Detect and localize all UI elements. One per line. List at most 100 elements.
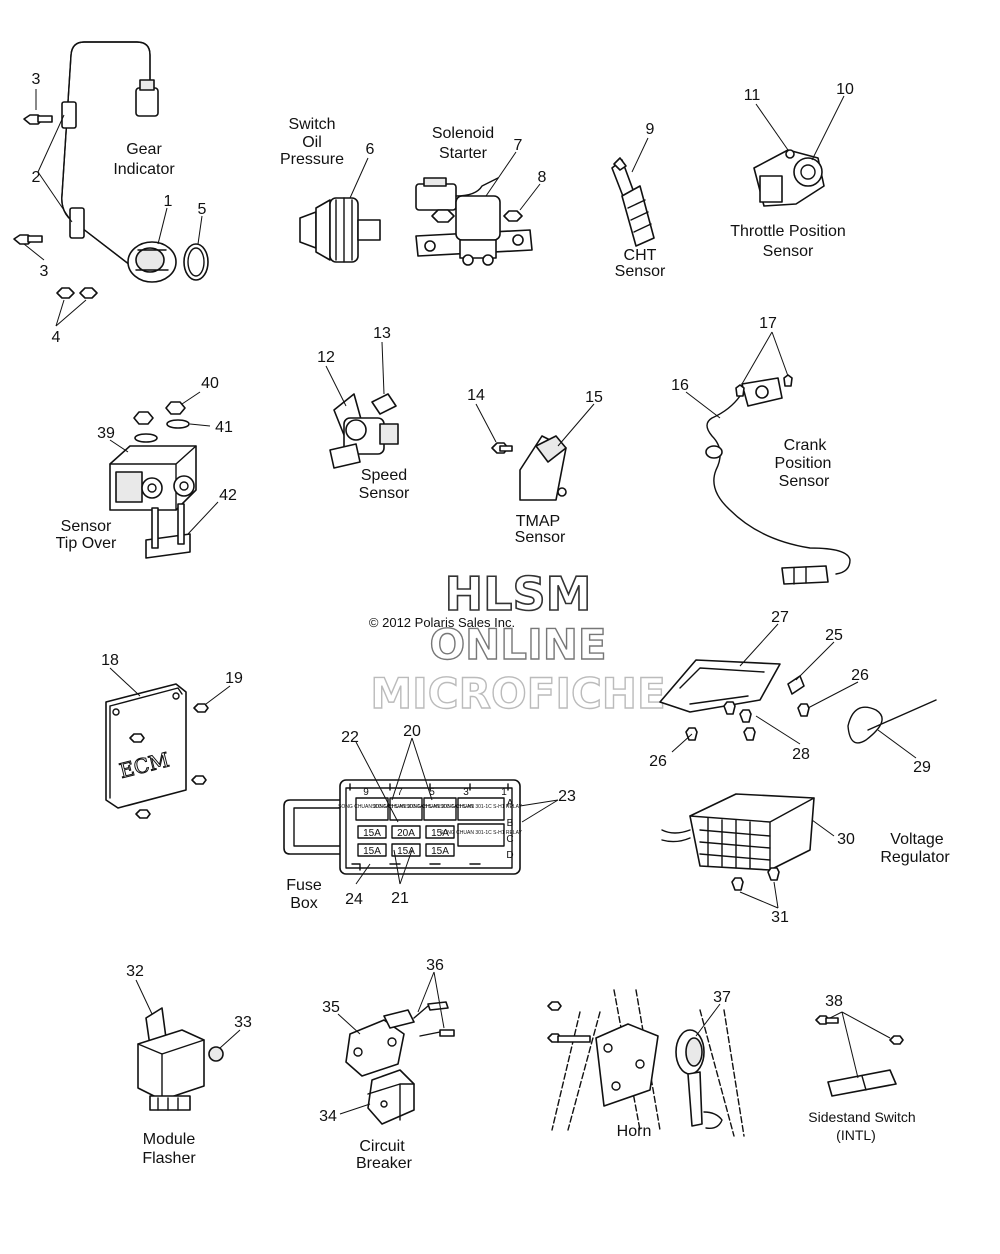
gear-indicator-label-line2: Indicator (113, 161, 175, 178)
solenoid-label-line1: Solenoid (432, 125, 494, 142)
fuse-row-d: D (506, 850, 513, 861)
gear-indicator-assembly: 3 2 3 4 1 5 Gear Indicator (13, 41, 209, 346)
oil-switch-label-line3: Pressure (280, 151, 344, 168)
crank-position-sensor: 17 16 Crank Position Sensor (671, 315, 851, 585)
callout-7: 7 (514, 137, 523, 154)
circuit-breaker-label-line2: Breaker (356, 1155, 413, 1172)
callout-33: 33 (234, 1014, 252, 1031)
callout-19: 19 (225, 670, 243, 687)
callout-6: 6 (366, 141, 375, 158)
voltage-regulator-label-line2: Regulator (880, 849, 950, 866)
callout-17: 17 (759, 315, 777, 332)
callout-18: 18 (101, 652, 119, 669)
callout-37: 37 (713, 989, 731, 1006)
cht-label-line1: CHT (624, 247, 657, 264)
circuit-breaker: 36 35 34 Circuit Breaker (319, 957, 455, 1172)
callout-29: 29 (913, 759, 931, 776)
callout-41: 41 (215, 419, 233, 436)
callout-2: 2 (32, 169, 41, 186)
crank-label-line2: Position (775, 455, 832, 472)
fuse-15a-r2c3: 15A (431, 846, 449, 857)
callout-9: 9 (646, 121, 655, 138)
fuse-col-7: 7 (397, 787, 403, 798)
callout-8: 8 (538, 169, 547, 186)
oil-pressure-switch: 6 Switch Oil Pressure (280, 116, 381, 263)
callout-13: 13 (373, 325, 391, 342)
fuse-15a-r2c1: 15A (363, 846, 381, 857)
fuse-20a-r1c2: 20A (397, 828, 415, 839)
callout-1: 1 (164, 193, 173, 210)
flasher-label-line1: Module (143, 1131, 196, 1148)
callout-36: 36 (426, 957, 444, 974)
callout-25: 25 (825, 627, 843, 644)
solenoid-label-line2: Starter (439, 145, 488, 162)
fuse-col-1: 1 (501, 787, 507, 798)
watermark-copyright: © 2012 Polaris Sales Inc. (369, 615, 515, 630)
callout-3-top: 3 (32, 71, 41, 88)
fuse-box-label-line1: Fuse (286, 877, 322, 894)
oil-switch-label-line2: Oil (302, 134, 322, 151)
callout-12: 12 (317, 349, 335, 366)
tps-label-line2: Sensor (763, 243, 814, 260)
starter-solenoid: 7 8 Solenoid Starter (415, 125, 547, 266)
tip-over-label-line2: Tip Over (56, 535, 117, 552)
fuse-15a-r1c3: 15A (431, 828, 449, 839)
gear-indicator-label-line1: Gear (126, 141, 162, 158)
callout-26-left: 26 (649, 753, 667, 770)
fuse-15a-r1c1: 15A (363, 828, 381, 839)
callout-38: 38 (825, 993, 843, 1010)
callout-16: 16 (671, 377, 689, 394)
tip-over-sensor: 40 41 42 39 Sensor Tip Over (56, 375, 237, 559)
crank-label-line1: Crank (784, 437, 828, 454)
horn-assembly: 37 Horn (547, 989, 745, 1140)
circuit-breaker-label-line1: Circuit (359, 1138, 405, 1155)
callout-21: 21 (391, 890, 409, 907)
callout-22: 22 (341, 729, 359, 746)
speed-sensor-label-line2: Sensor (359, 485, 410, 502)
callout-32: 32 (126, 963, 144, 980)
fuse-cell-top-2: SONG CHUAN 303-1AH S-H1 (372, 804, 440, 810)
callout-15: 15 (585, 389, 603, 406)
throttle-position-sensor: 11 10 Throttle Position Sensor (730, 81, 854, 260)
fuse-col-5: 5 (429, 787, 435, 798)
fuse-row-a: A (507, 798, 514, 809)
watermark: HLSM © 2012 Polaris Sales Inc. ONLINE MI… (369, 566, 666, 719)
fuse-box-label-line2: Box (290, 895, 318, 912)
tmap-label-line2: Sensor (515, 529, 566, 546)
callout-14: 14 (467, 387, 485, 404)
sidestand-label-line2: (INTL) (836, 1127, 876, 1143)
fuse-box: 9 7 5 3 1 SONG CHUAN 303-1AH S-H1 SONG C… (283, 723, 576, 912)
speed-sensor-label-line1: Speed (361, 467, 407, 484)
callout-28: 28 (792, 746, 810, 763)
voltage-regulator-label-line1: Voltage (890, 831, 943, 848)
speed-sensor: 12 13 Speed Sensor (317, 325, 410, 502)
fuse-cell-top-relay: SONG CHUAN 301-1C S-H1 RELAY (440, 804, 523, 810)
fuse-cell-top-3: SONG CHUAN 303-1AH S-H1 (406, 804, 474, 810)
callout-42: 42 (219, 487, 237, 504)
callout-5: 5 (198, 201, 207, 218)
callout-26-right: 26 (851, 667, 869, 684)
callout-24: 24 (345, 891, 363, 908)
sidestand-switch: 38 Sidestand Switch (INTL) (808, 993, 915, 1143)
callout-39: 39 (97, 425, 115, 442)
tmap-sensor: 14 15 TMAP Sensor (467, 387, 603, 546)
horn-label: Horn (617, 1123, 652, 1140)
watermark-online: ONLINE (429, 620, 606, 669)
oil-switch-label-line1: Switch (288, 116, 335, 133)
callout-27: 27 (771, 609, 789, 626)
callout-23: 23 (558, 788, 576, 805)
fuse-col-3: 3 (463, 787, 469, 798)
fuse-lower-relay: SONG CHUAN 301-1C S-H1 RELAY (440, 830, 523, 836)
callout-31: 31 (771, 909, 789, 926)
sidestand-label-line1: Sidestand Switch (808, 1109, 915, 1125)
callout-40: 40 (201, 375, 219, 392)
crank-label-line3: Sensor (779, 473, 830, 490)
cht-sensor: 9 CHT Sensor (611, 121, 666, 280)
callout-34: 34 (319, 1108, 337, 1125)
cht-label-line2: Sensor (615, 263, 666, 280)
callout-20: 20 (403, 723, 421, 740)
tmap-label-line1: TMAP (516, 513, 560, 530)
callout-35: 35 (322, 999, 340, 1016)
